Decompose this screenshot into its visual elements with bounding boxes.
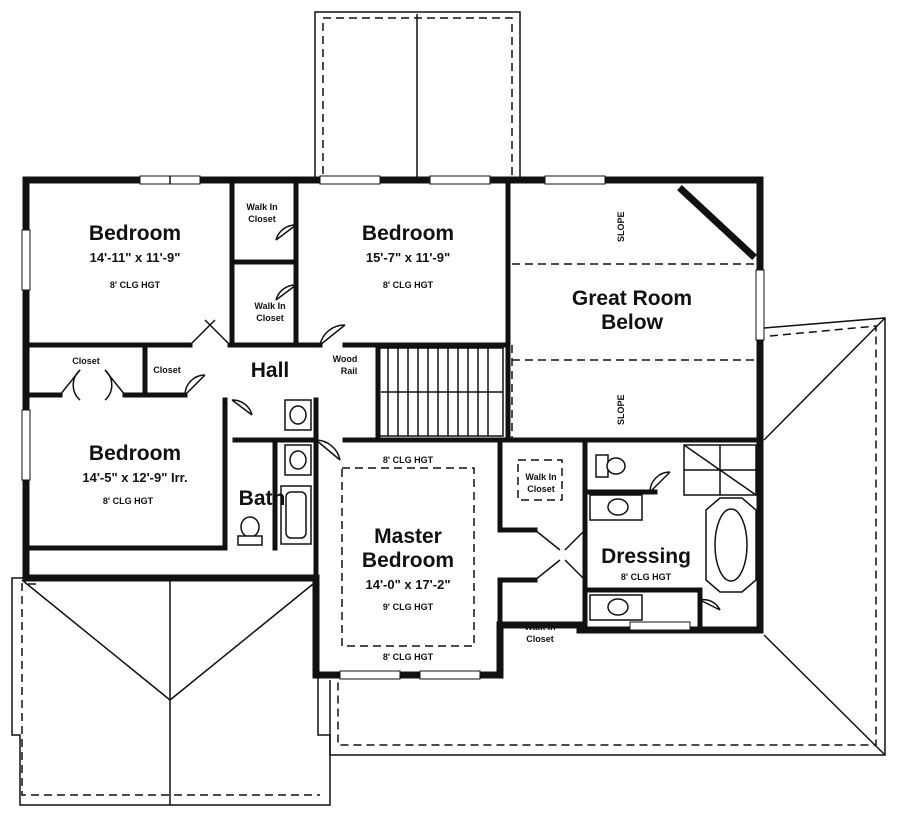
svg-text:Walk In: Walk In	[254, 301, 285, 311]
interior-walls	[27, 180, 763, 628]
room-dimensions: 15'-7" x 11'-9"	[366, 250, 450, 265]
room-master-bedroom: 8' CLG HGT Master Bedroom 14'-0" x 17'-2…	[362, 455, 454, 662]
closet-outlines	[517, 459, 563, 501]
room-dimensions: 14'-11" x 11'-9"	[90, 250, 181, 265]
room-name: Hall	[251, 359, 290, 382]
room-bath: Bath	[239, 487, 286, 510]
windows	[21, 175, 765, 680]
room-ceiling-height: 8' CLG HGT	[110, 280, 161, 290]
room-name: Dressing	[601, 545, 691, 568]
ceiling-height-top: 8' CLG HGT	[383, 455, 434, 465]
room-ceiling-height: 9' CLG HGT	[383, 602, 434, 612]
doors	[59, 224, 721, 611]
room-bedroom-w: Bedroom 14'-5" x 12'-9" Irr. 8' CLG HGT	[82, 442, 187, 506]
dressing-fixtures	[589, 444, 757, 621]
master-tray-ceiling	[341, 467, 475, 647]
room-hall: Hall	[251, 359, 290, 382]
room-name: Bath	[239, 487, 286, 510]
room-name-line-1: Great Room	[572, 287, 692, 310]
svg-text:Closet: Closet	[527, 484, 555, 494]
slope-label-bottom: SLOPE	[616, 394, 626, 425]
closet-walk-in-4: Walk In Closet	[524, 622, 555, 644]
svg-text:Closet: Closet	[153, 365, 181, 375]
roof-outline-top	[314, 11, 521, 183]
room-dressing: Dressing 8' CLG HGT	[601, 545, 691, 582]
svg-text:Closet: Closet	[256, 313, 284, 323]
svg-text:Closet: Closet	[72, 356, 100, 366]
room-name-line-1: Master	[374, 525, 442, 548]
closet-walk-in-1: Walk In Closet	[246, 202, 277, 224]
room-name: Bedroom	[362, 222, 454, 245]
ceiling-height-bottom: 8' CLG HGT	[383, 652, 434, 662]
staircase	[375, 345, 504, 439]
room-ceiling-height: 8' CLG HGT	[383, 280, 434, 290]
room-ceiling-height: 8' CLG HGT	[103, 496, 154, 506]
wood-rail-label: Wood Rail	[333, 354, 358, 376]
svg-text:Wood: Wood	[333, 354, 358, 364]
room-dimensions: 14'-5" x 12'-9" Irr.	[82, 470, 187, 485]
roof-outline-bottom-left	[11, 577, 331, 806]
room-ceiling-height: 8' CLG HGT	[621, 572, 672, 582]
room-name-line-2: Below	[601, 311, 664, 334]
room-great-room: Great Room Below SLOPE SLOPE	[572, 211, 692, 425]
great-room-open-area	[511, 185, 757, 440]
svg-text:Closet: Closet	[248, 214, 276, 224]
closet-walk-in-3: Walk In Closet	[525, 472, 556, 494]
room-dimensions: 14'-0" x 17'-2"	[365, 577, 450, 592]
room-bedroom-n: Bedroom 15'-7" x 11'-9" 8' CLG HGT	[362, 222, 454, 290]
closet-walk-in-2: Walk In Closet	[254, 301, 285, 323]
room-name: Bedroom	[89, 222, 181, 245]
svg-text:Rail: Rail	[341, 366, 358, 376]
room-name: Bedroom	[89, 442, 181, 465]
svg-text:Walk In: Walk In	[246, 202, 277, 212]
closet-1: Closet	[72, 356, 100, 366]
room-bedroom-nw: Bedroom 14'-11" x 11'-9" 8' CLG HGT	[89, 222, 181, 290]
roof-outline-right	[329, 317, 886, 756]
closet-2: Closet	[153, 365, 181, 375]
svg-text:Closet: Closet	[526, 634, 554, 644]
svg-text:Walk In: Walk In	[524, 622, 555, 632]
svg-text:Walk In: Walk In	[525, 472, 556, 482]
room-name-line-2: Bedroom	[362, 549, 454, 572]
slope-label-top: SLOPE	[616, 211, 626, 242]
bath-fixtures	[237, 399, 312, 546]
